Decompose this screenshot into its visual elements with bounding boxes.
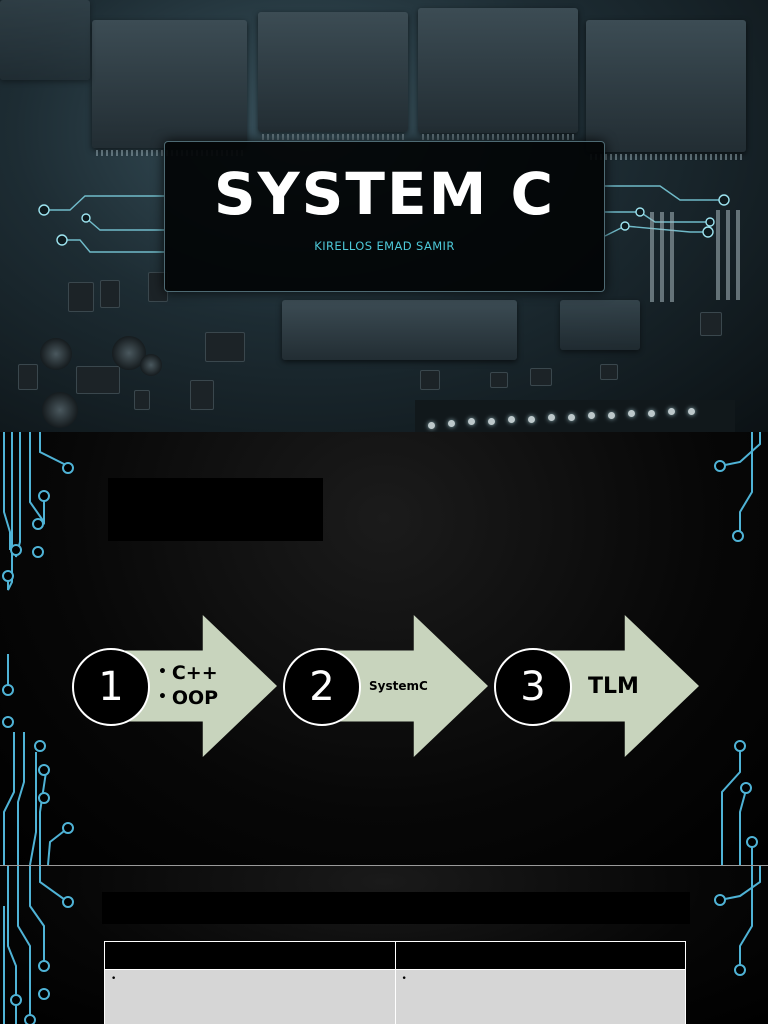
slide-heading-box [102,892,690,924]
process-step-2: 2 SystemC [283,615,488,757]
process-step-1: 1 C++ OOP [72,615,277,757]
slide-divider [0,865,768,866]
circuit-traces-right [714,866,761,976]
presentation-title: SYSTEM C [213,160,556,228]
step-number-badge: 2 [283,648,361,726]
circuit-traces-graphic [38,185,740,302]
step-text: C++ OOP [158,615,218,757]
step-bullet-item: OOP [158,686,218,711]
process-slide: 1 C++ OOP 2 SystemC 3 TLM [0,432,768,865]
step-number-badge: 1 [72,648,150,726]
content-table: • • [104,941,686,1024]
table-cell: • [394,969,686,1024]
table-cell: • [104,969,396,1024]
title-slide: SYSTEM C KIRELLOS EMAD SAMIR [0,0,768,432]
step-bullet-list: C++ OOP [158,661,218,710]
table-header-cell [104,941,396,970]
slide-heading-box [108,478,323,541]
title-panel: SYSTEM C KIRELLOS EMAD SAMIR [164,141,605,292]
step-bullet-item: C++ [158,661,218,686]
circuit-traces-right [714,432,761,865]
process-step-3: 3 TLM [494,615,699,757]
author-name: KIRELLOS EMAD SAMIR [314,238,455,253]
table-header-row [104,941,686,970]
table-row: • • [104,969,686,1024]
step-label: TLM [588,673,639,699]
table-header-cell [394,941,686,970]
step-label: SystemC [369,679,428,693]
table-slide: • • [0,866,768,1024]
step-number-badge: 3 [494,648,572,726]
circuit-traces-left [2,432,74,865]
circuit-traces-left [3,866,74,1024]
